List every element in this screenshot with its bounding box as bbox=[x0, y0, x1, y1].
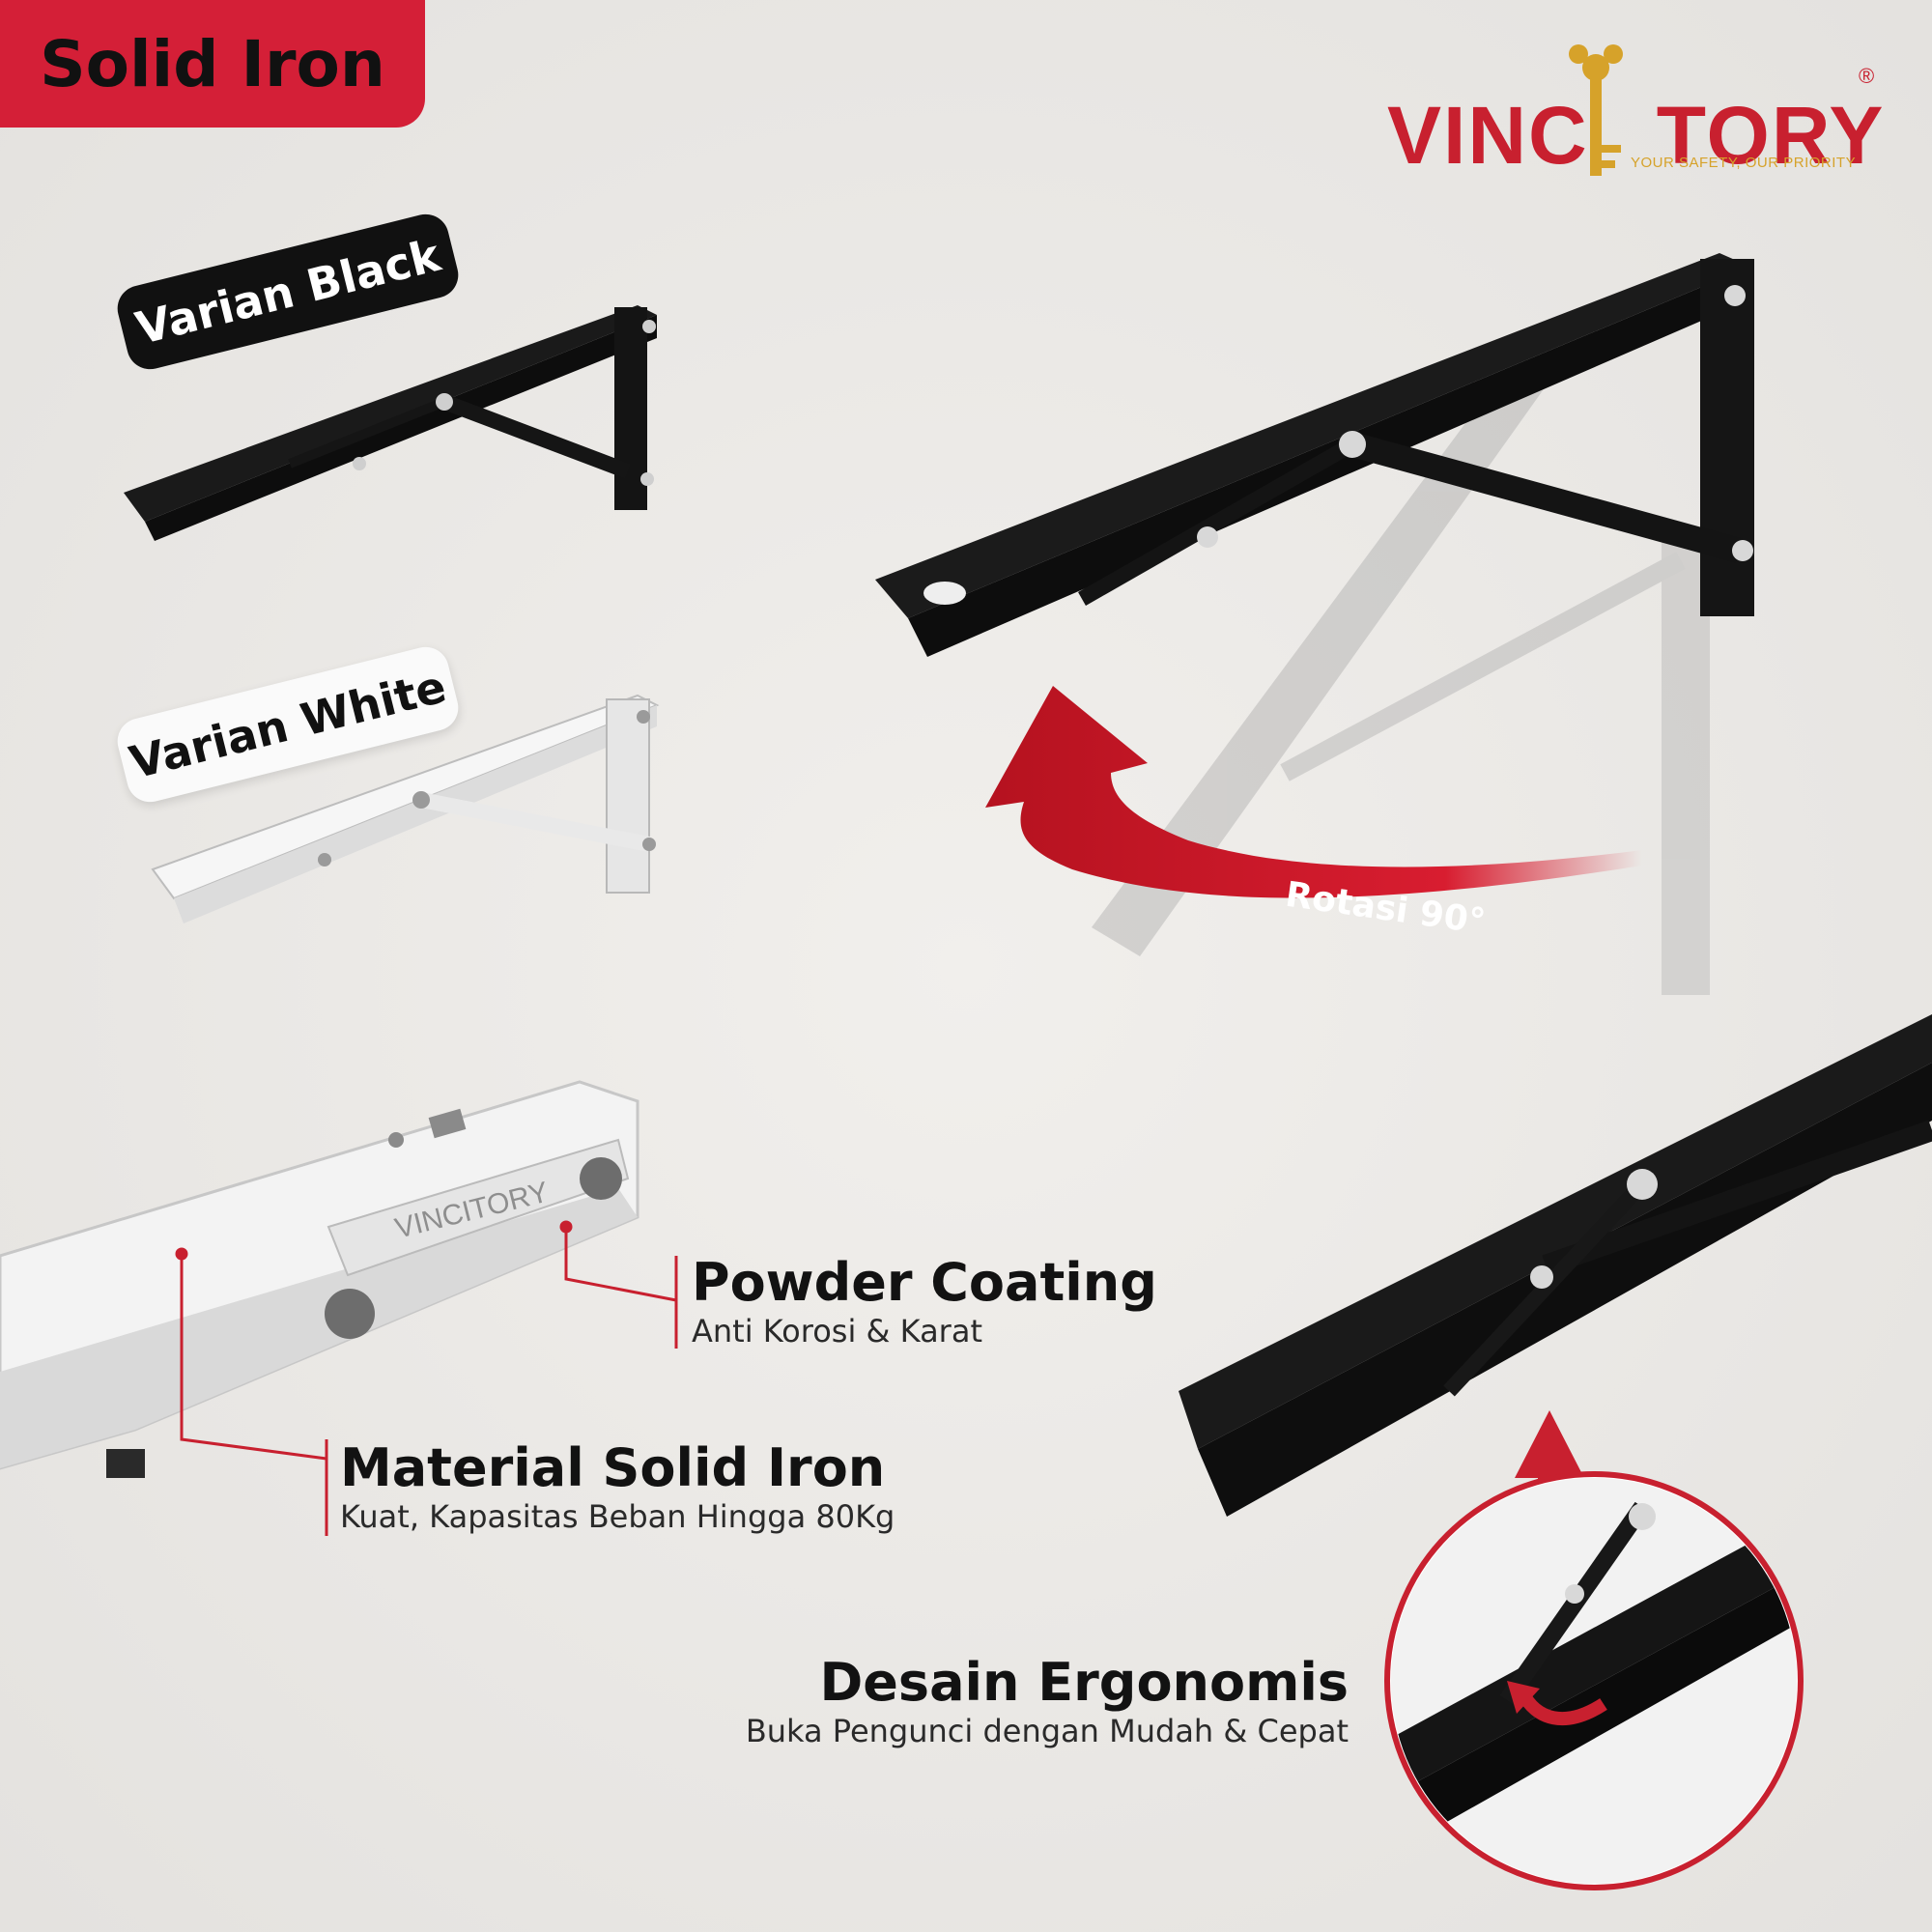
rotation-arrow-icon bbox=[985, 686, 1642, 898]
feature-powder-coating: Powder Coating Anti Korosi & Karat bbox=[692, 1252, 1157, 1350]
feature-title: Powder Coating bbox=[692, 1252, 1157, 1313]
black-bracket-closeup bbox=[1179, 1014, 1932, 1517]
white-bracket-small bbox=[151, 694, 660, 923]
brand-logo: VINC TORY bbox=[1387, 89, 1885, 183]
feature-title: Desain Ergonomis bbox=[819, 1652, 1349, 1713]
solid-iron-badge: Solid Iron bbox=[0, 0, 425, 128]
callout-lines bbox=[175, 1220, 678, 1536]
feature-material: Material Solid Iron Kuat, Kapasitas Beba… bbox=[340, 1437, 895, 1535]
feature-ergonomic: Desain Ergonomis Buka Pengunci dengan Mu… bbox=[746, 1652, 1349, 1749]
zoom-circle bbox=[1384, 1471, 1804, 1890]
feature-subtitle: Buka Pengunci dengan Mudah & Cepat bbox=[745, 1713, 1349, 1749]
key-logo-icon bbox=[1569, 44, 1623, 176]
black-bracket-large bbox=[875, 253, 1754, 657]
brand-name-right: TORY bbox=[1656, 90, 1886, 181]
feature-title: Material Solid Iron bbox=[340, 1437, 886, 1498]
brand-tagline: YOUR SAFETY, OUR PRIORITY bbox=[1631, 155, 1857, 171]
feature-subtitle: Kuat, Kapasitas Beban Hingga 80Kg bbox=[340, 1498, 895, 1535]
feature-subtitle: Anti Korosi & Karat bbox=[692, 1313, 982, 1350]
black-bracket-small bbox=[124, 305, 657, 541]
registered-mark: ® bbox=[1859, 64, 1875, 88]
white-bracket-closeup bbox=[0, 1080, 639, 1478]
badge-label: Solid Iron bbox=[40, 26, 385, 101]
brand-name-left: VINC bbox=[1387, 90, 1589, 181]
bracket-ghost bbox=[1092, 367, 1710, 995]
